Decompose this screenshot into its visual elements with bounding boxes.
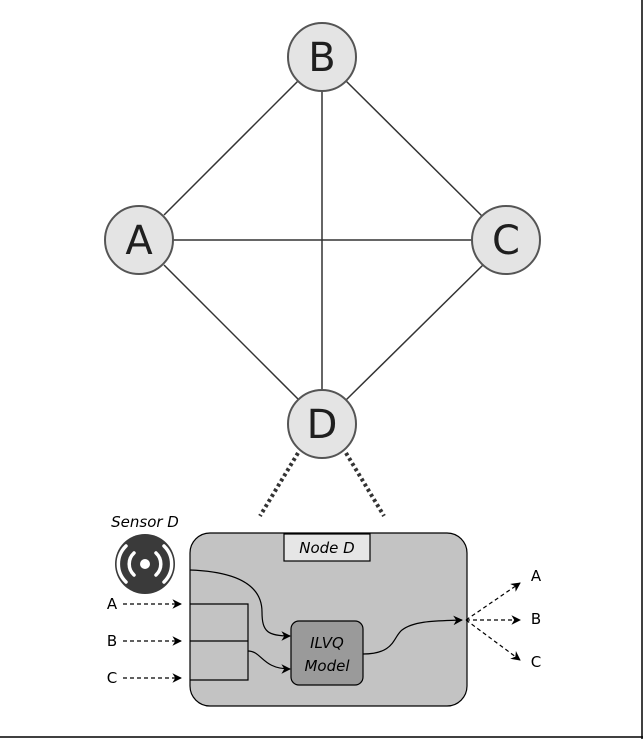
input-label-a: A bbox=[107, 595, 118, 613]
node-circle bbox=[104, 205, 174, 275]
node-d-title: Node D bbox=[299, 539, 354, 557]
node-circle bbox=[471, 205, 541, 275]
node-circle bbox=[287, 389, 357, 459]
node-label: D bbox=[307, 402, 338, 448]
input-arrows bbox=[123, 599, 182, 683]
internal-wiring bbox=[189, 569, 463, 681]
zoom-line-left bbox=[258, 451, 300, 518]
edge-c-d bbox=[345, 264, 484, 401]
edge-a-d bbox=[163, 264, 299, 400]
output-label-c: C bbox=[531, 653, 541, 671]
model-line-1: ILVQ bbox=[310, 634, 344, 652]
output-label-b: B bbox=[531, 610, 541, 628]
zoom-line-right bbox=[344, 451, 386, 518]
graph-edges bbox=[163, 79, 484, 401]
node-d-title-box bbox=[283, 533, 371, 562]
node-label: A bbox=[125, 218, 153, 264]
input-label-b: B bbox=[107, 632, 117, 650]
graph-node-c: C bbox=[471, 205, 541, 275]
node-circle bbox=[287, 22, 357, 92]
sensor-label: Sensor D bbox=[111, 513, 179, 531]
input-label-c: C bbox=[107, 669, 117, 687]
node-label: C bbox=[492, 218, 520, 264]
graph-node-a: A bbox=[104, 205, 174, 275]
edge-b-c bbox=[344, 79, 484, 218]
model-line-2: Model bbox=[304, 657, 350, 675]
ilvq-model-box bbox=[290, 620, 364, 686]
graph-node-d: D bbox=[287, 389, 357, 459]
output-label-a: A bbox=[531, 567, 542, 585]
node-label: B bbox=[308, 35, 335, 81]
edge-a-b bbox=[163, 79, 300, 216]
graph-node-b: B bbox=[287, 22, 357, 92]
output-arrows bbox=[465, 582, 521, 661]
sensor-icon bbox=[115, 534, 175, 594]
